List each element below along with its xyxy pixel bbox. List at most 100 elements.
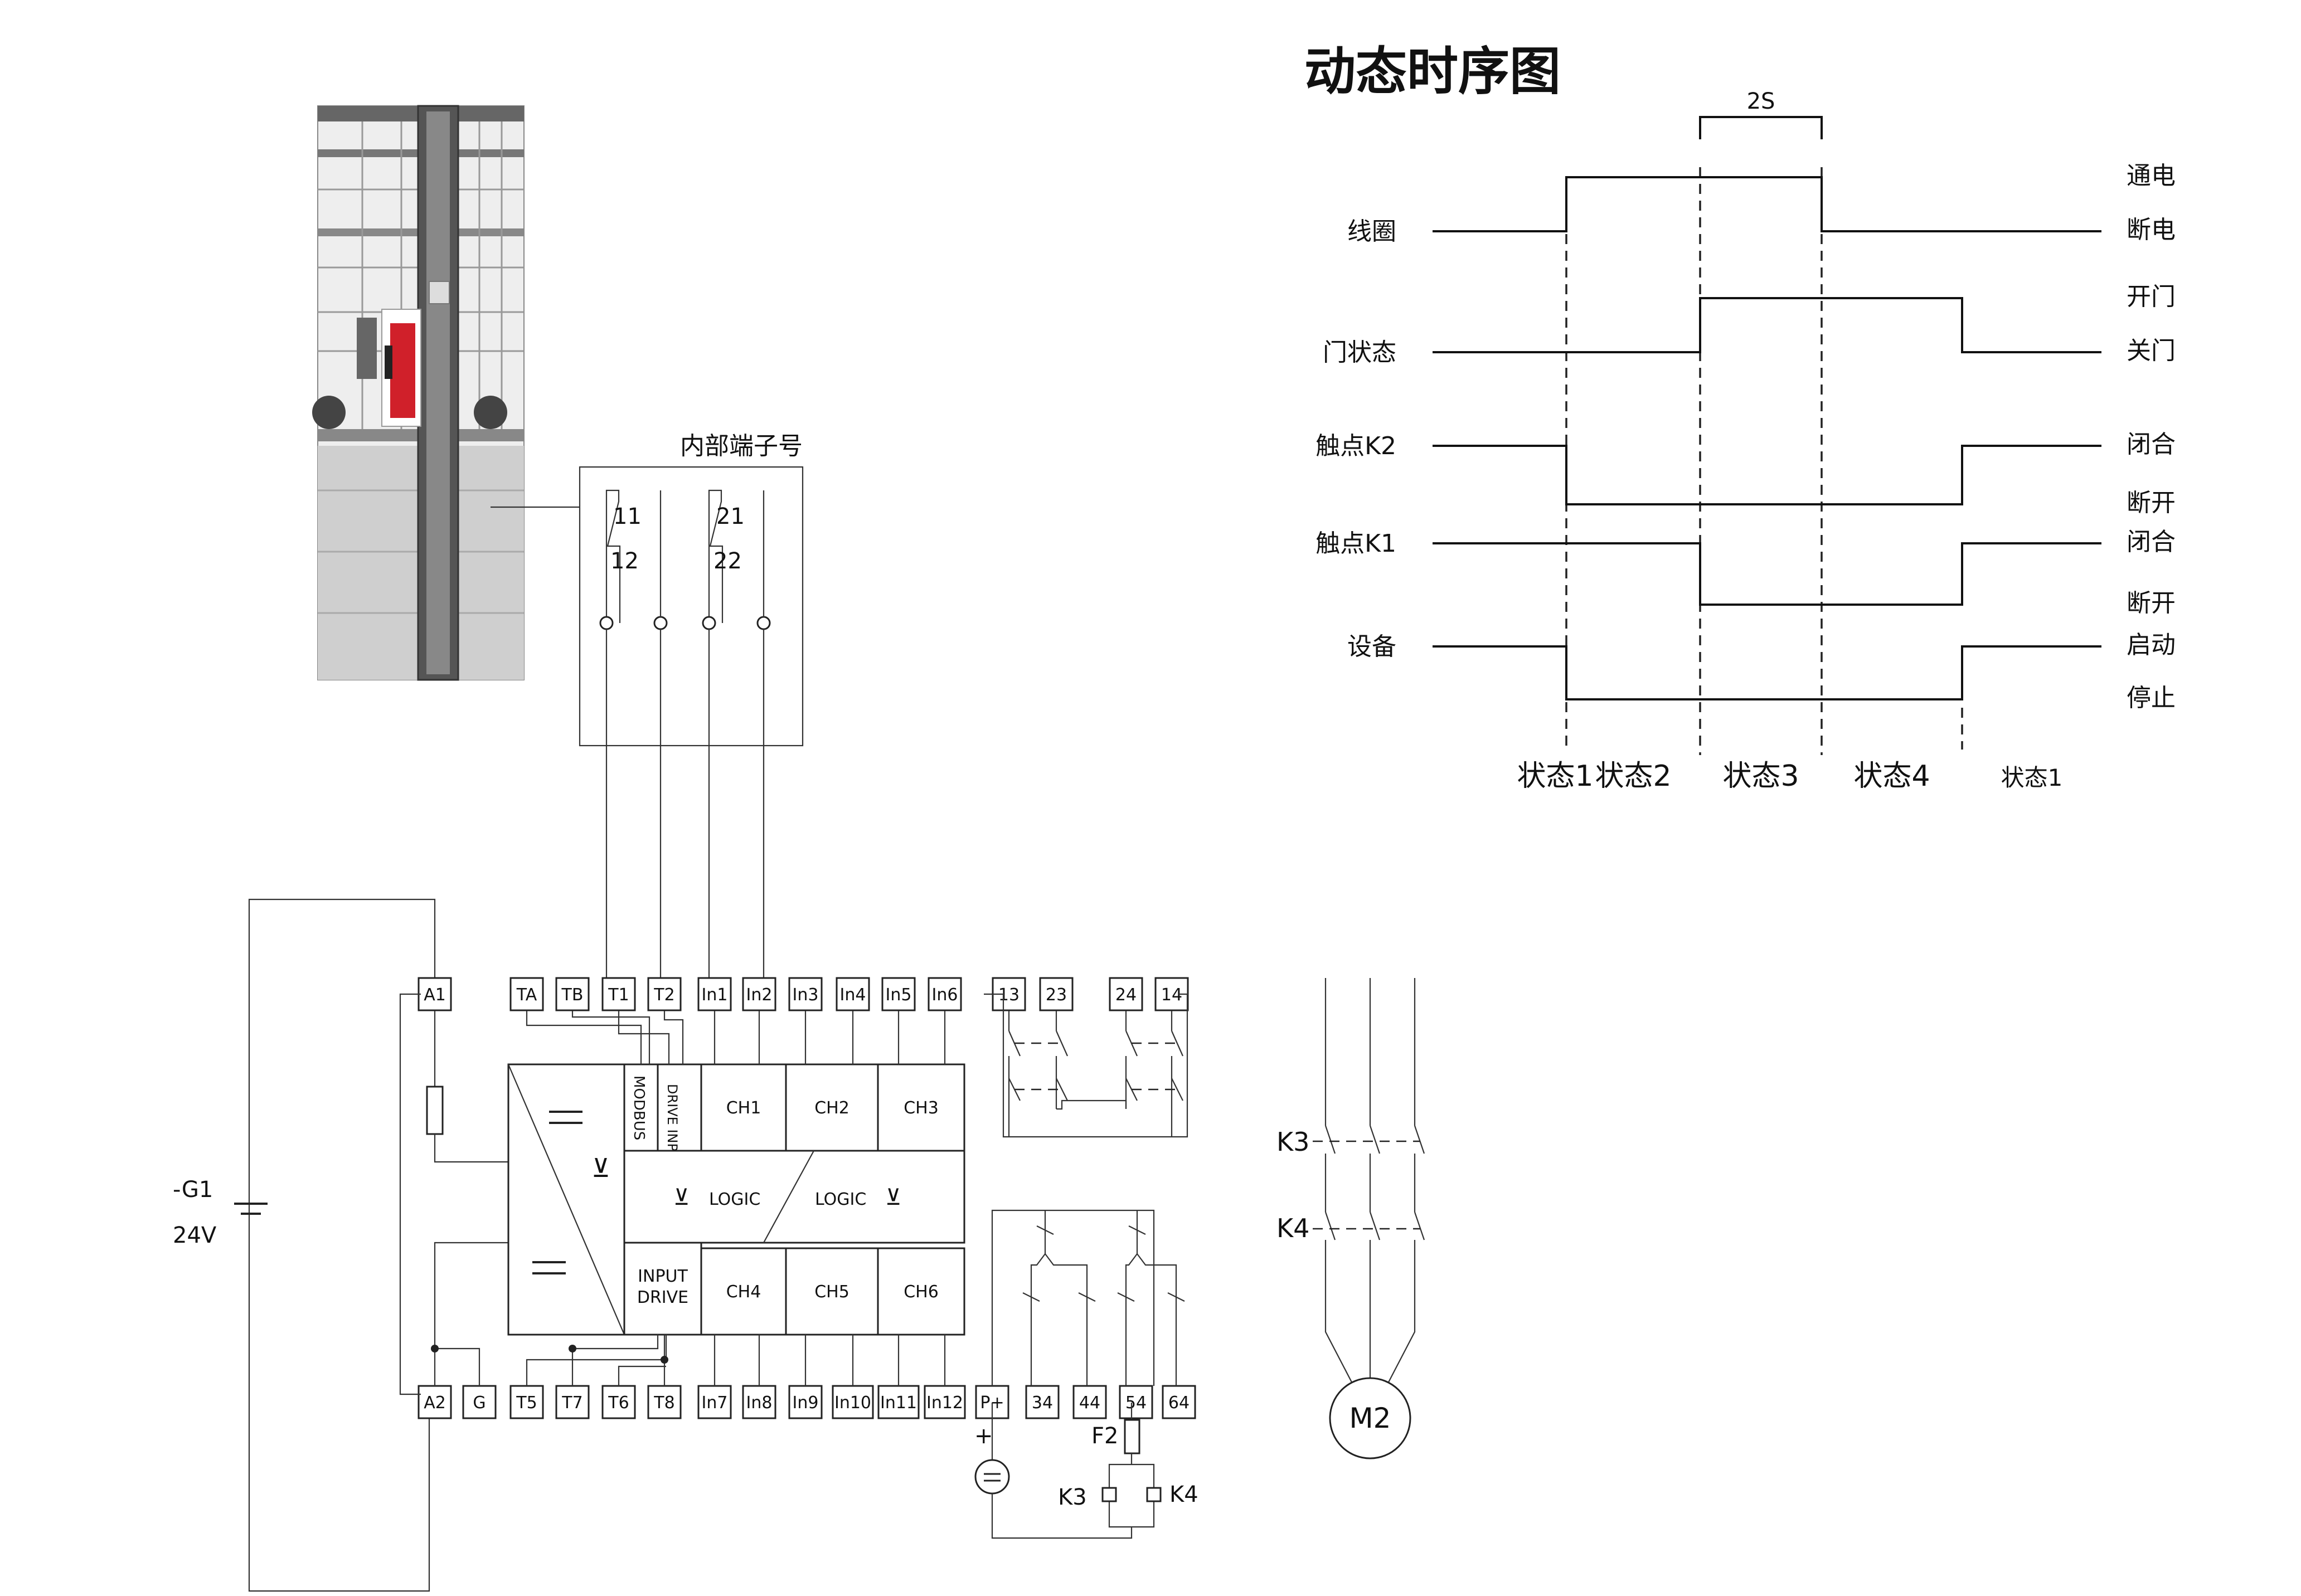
top-terminal-box: [881, 977, 916, 1011]
top-terminal-label: In4: [840, 985, 866, 1005]
bottom-terminal-label: 64: [1168, 1393, 1190, 1413]
top-terminal-box: [418, 977, 452, 1011]
bottom-terminal-box: [1162, 1385, 1196, 1419]
bottom-terminal-box: [647, 1385, 682, 1419]
led-icon-left: ⊻: [673, 1185, 690, 1210]
bottom-terminal-box: [832, 1385, 874, 1419]
bottom-terminal-box: [1025, 1385, 1060, 1419]
relay-output-contacts: [984, 993, 1188, 1138]
contact-12-label: 12: [610, 548, 639, 574]
bottom-terminal-box: [877, 1385, 920, 1419]
channel-label: CH2: [814, 1098, 849, 1118]
top-terminal-box: [601, 977, 636, 1011]
channel-label: CH1: [726, 1098, 761, 1118]
bottom-terminal-box: [924, 1385, 966, 1419]
led-icon: ⊻: [591, 1153, 610, 1183]
top-terminal-box: [836, 977, 870, 1011]
state-label: 状态3: [1722, 760, 1799, 793]
bottom-terminal-box: [601, 1385, 636, 1419]
coil-k4-label: K4: [1169, 1482, 1198, 1507]
top-terminal-label: T2: [653, 985, 674, 1005]
channel-label: CH4: [726, 1282, 761, 1302]
signal-low-label: 关门: [2127, 337, 2176, 365]
contact-21-label: 21: [716, 504, 745, 529]
signal-high-label: 通电: [2127, 162, 2176, 190]
top-terminal-box: [647, 977, 682, 1011]
bottom-terminal-box: [555, 1385, 590, 1419]
bottom-terminal-label: T6: [608, 1393, 629, 1413]
supply-name: -G1: [173, 1177, 213, 1203]
top-terminal-label: In2: [746, 985, 773, 1005]
bottom-terminal-label: In7: [702, 1393, 728, 1413]
signal-label: 设备: [1347, 632, 1396, 661]
contactor-k4-label: K4: [1276, 1213, 1309, 1243]
top-terminal-label: In3: [793, 985, 819, 1005]
bottom-terminal-label: In8: [746, 1393, 773, 1413]
motor-circuit: M2 K3 K4: [1276, 978, 1425, 1459]
top-terminal-label: 14: [1161, 985, 1182, 1005]
channel-row-bottom: CH4 CH5 CH6: [700, 1247, 965, 1336]
coil-k3-label: K3: [1058, 1485, 1087, 1510]
bottom-terminal-label: T8: [653, 1393, 674, 1413]
signal-high-label: 开门: [2127, 283, 2176, 311]
bottom-terminal-label: 44: [1079, 1393, 1100, 1413]
state-label: 状态1: [2001, 764, 2063, 791]
switch-wires: [605, 629, 765, 978]
bottom-terminal-box: [462, 1385, 497, 1419]
top-terminal-box: [742, 977, 776, 1011]
timing-title: 动态时序图: [1304, 42, 1561, 101]
signal-trace: [1433, 297, 2101, 353]
coil-circuit: [974, 1403, 1162, 1539]
signal-low-label: 断电: [2127, 216, 2176, 244]
top-terminal-box: [1039, 977, 1074, 1011]
top-terminal-label: 24: [1115, 985, 1137, 1005]
top-terminal-label: A1: [424, 985, 446, 1005]
state-dividers: [1565, 167, 1963, 755]
channel-label: CH5: [814, 1282, 849, 1302]
top-terminal-box: [509, 977, 544, 1011]
top-terminal-box: [788, 977, 823, 1011]
plus-sign: +: [974, 1423, 993, 1449]
bottom-terminal-label: 54: [1125, 1393, 1147, 1413]
top-terminal-label: In1: [702, 985, 728, 1005]
channel-box: [877, 1247, 965, 1336]
duration-label: 2S: [1747, 89, 1775, 114]
channel-box: [700, 1247, 787, 1336]
state-label: 状态2: [1595, 760, 1671, 793]
signal-label: 触点K1: [1315, 529, 1396, 558]
bottom-terminal-box: [418, 1385, 452, 1419]
contact-22-label: 22: [713, 548, 742, 574]
bottom-terminal-label: In11: [880, 1393, 917, 1413]
input-drive-line1: INPUT: [638, 1267, 688, 1286]
logic-left: LOGIC: [709, 1190, 760, 1209]
switch-terminal-box: 内部端子号 11 12 21 22: [491, 432, 804, 747]
signal-trace: [1433, 645, 2101, 700]
bottom-terminal-box: [788, 1385, 823, 1419]
transistor-outputs: [991, 1209, 1185, 1386]
terminal-box-label: 内部端子号: [680, 432, 803, 460]
top-terminal-label: T1: [608, 985, 629, 1005]
bottom-terminal-box: [697, 1385, 732, 1419]
signal-low-label: 断开: [2127, 489, 2176, 517]
state-label: 状态1: [1517, 760, 1593, 793]
signal-low-label: 断开: [2127, 589, 2176, 617]
top-terminal-box: [928, 977, 962, 1011]
modbus-label: MODBUS: [630, 1076, 647, 1140]
signal-label: 门状态: [1323, 338, 1396, 367]
top-terminal-box: [555, 977, 590, 1011]
top-terminal-label: 13: [998, 985, 1020, 1005]
signal-trace: [1433, 542, 2101, 606]
signal-low-label: 停止: [2127, 684, 2176, 712]
door-switch-illustration: [312, 105, 525, 681]
top-terminal-label: In5: [886, 985, 912, 1005]
channel-label: CH6: [904, 1282, 939, 1302]
top-terminal-label: In6: [932, 985, 958, 1005]
bottom-terminal-box: [1119, 1385, 1153, 1419]
